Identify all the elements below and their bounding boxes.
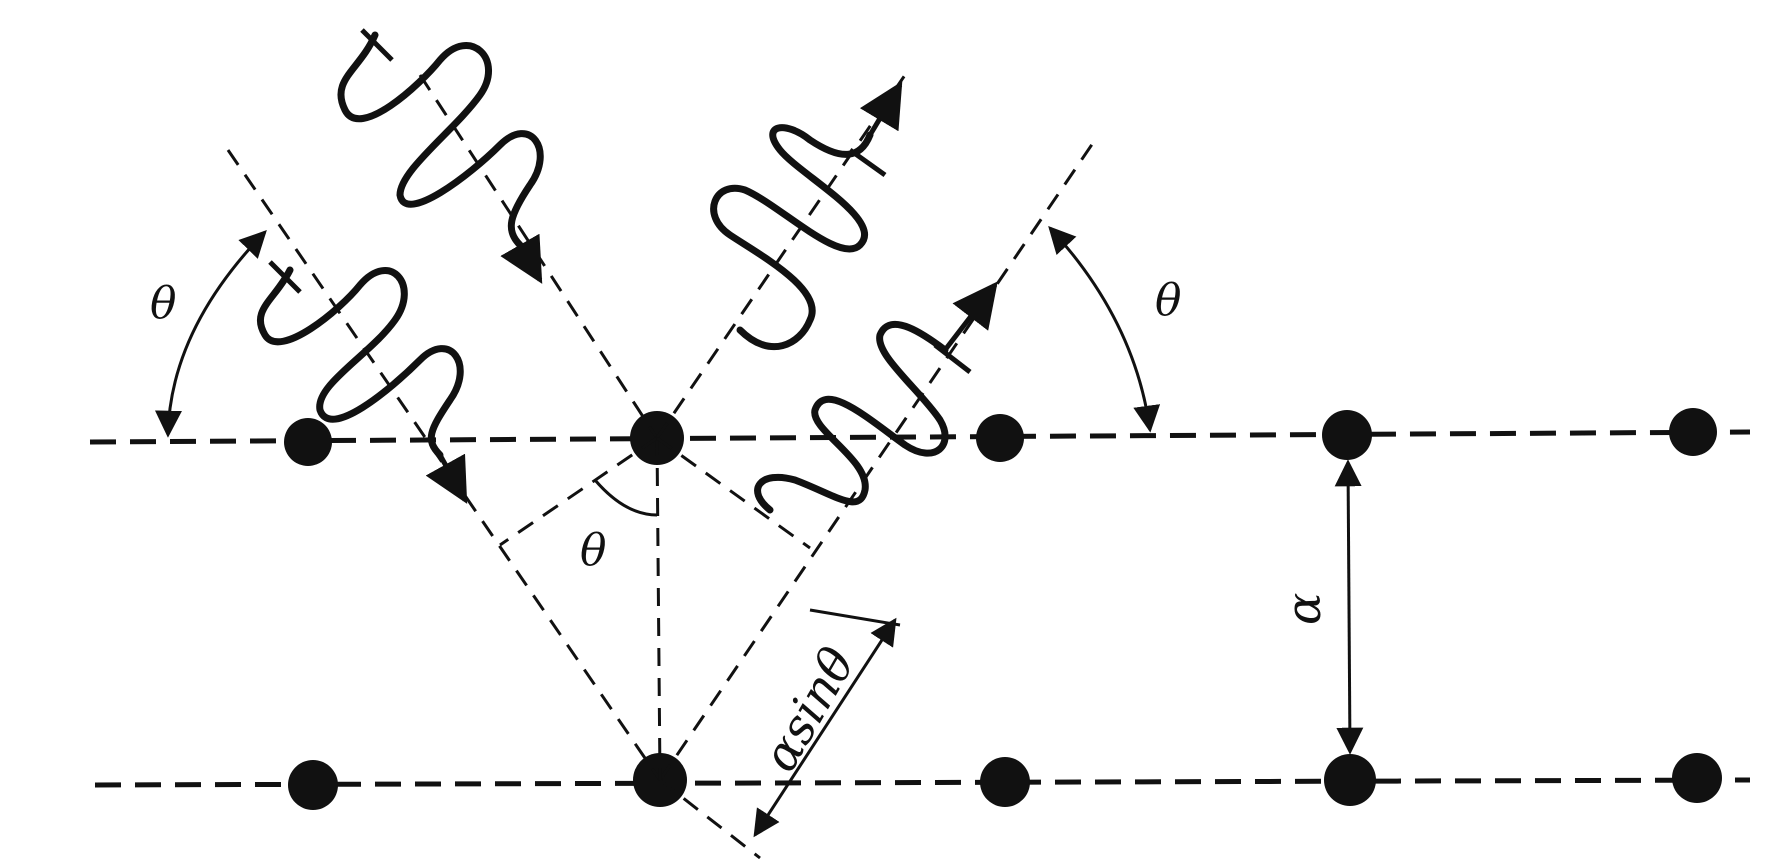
- atom: [976, 414, 1024, 462]
- incident-ray-lower: [226, 149, 662, 781]
- interplane-vertical: [655, 437, 662, 781]
- atom: [980, 757, 1030, 807]
- incident-arrow-upper: [500, 233, 543, 284]
- reflected-ray-upper: [655, 74, 907, 439]
- perpendicular-reflected: [656, 436, 811, 550]
- incident-wave-upper: [337, 31, 544, 249]
- angle-arc-center: [593, 479, 658, 517]
- ray-extension: [659, 778, 761, 860]
- path-diff-tick: [809, 608, 901, 627]
- lower-atoms: [288, 753, 1722, 810]
- theta-center-label: θ: [580, 525, 607, 576]
- wavefront-tick: [848, 147, 887, 178]
- path-difference-label: αsinθ: [752, 638, 867, 781]
- atom: [284, 418, 332, 466]
- incident-wave-lower: [256, 266, 464, 459]
- atom: [1672, 753, 1722, 803]
- path-diff-arrow: [753, 617, 897, 838]
- spacing-arrow: [1334, 459, 1364, 755]
- theta-left-label: θ: [150, 278, 177, 329]
- upper-atoms: [284, 408, 1717, 466]
- reflected-wave-upper: [710, 124, 874, 351]
- reflected-ray-lower: [658, 139, 1097, 781]
- reflected-arrow-upper: [859, 81, 903, 137]
- theta-right-label: θ: [1155, 275, 1182, 326]
- incident-arrow-lower: [425, 453, 468, 504]
- atom: [288, 760, 338, 810]
- reflected-wave-lower: [754, 320, 949, 514]
- perpendicular-incident: [499, 436, 658, 547]
- atom: [1324, 754, 1376, 806]
- wavefront-tick: [268, 260, 302, 294]
- lower-lattice-plane: [94, 777, 1751, 788]
- wavefront-tick: [933, 343, 972, 374]
- angle-arc-right: [1048, 226, 1161, 433]
- atom: [1669, 408, 1717, 456]
- wavefront-tick: [360, 28, 394, 62]
- atom: [1322, 410, 1372, 460]
- angle-arc-left: [154, 230, 267, 438]
- upper-lattice-plane: [89, 429, 1751, 445]
- reflected-arrow-lower: [943, 281, 998, 352]
- spacing-label: α: [1276, 593, 1332, 625]
